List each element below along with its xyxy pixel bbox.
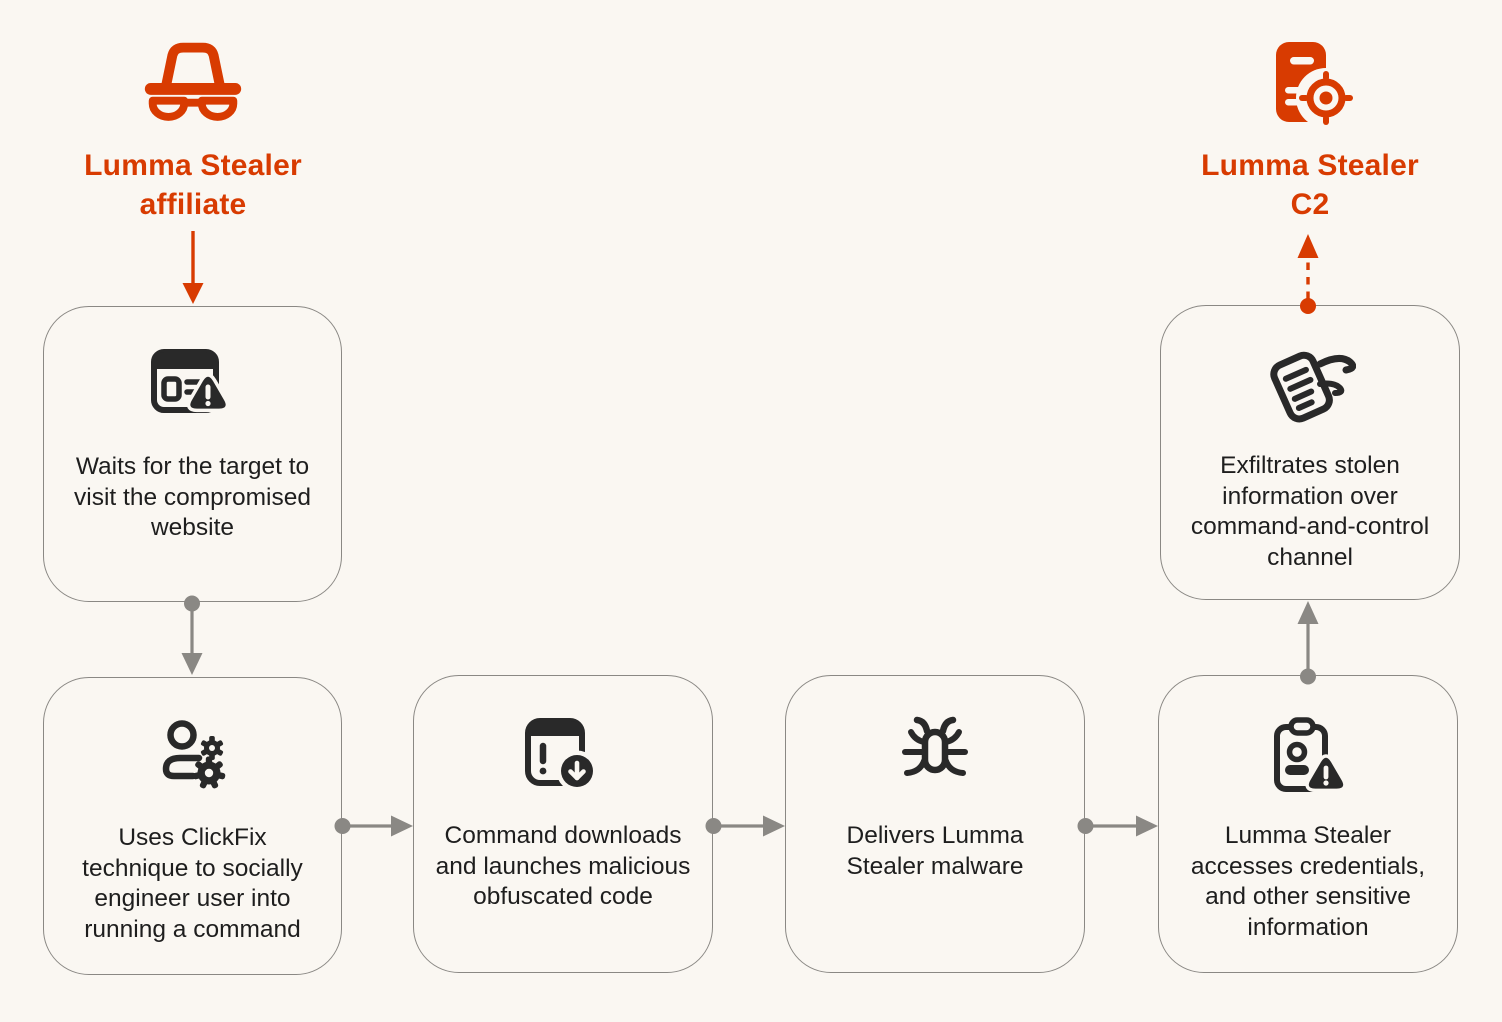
- step-box-deliver: Delivers Lumma Stealer malware: [785, 675, 1085, 973]
- step-box-download: Command downloads and launches malicious…: [413, 675, 713, 973]
- server-target-icon: [1276, 42, 1356, 128]
- actor-c2-label: Lumma Stealer C2: [1201, 149, 1419, 221]
- step-box-access: Lumma Stealer accesses credentials, and …: [1158, 675, 1458, 973]
- connector-clickfix-to-download: [334, 815, 413, 837]
- step-label-deliver: Delivers Lumma Stealer malware: [846, 822, 1024, 880]
- window-download-icon: [525, 718, 598, 792]
- step-label-access: Lumma Stealer accesses credentials, and …: [1190, 822, 1426, 941]
- connector-download-to-deliver: [705, 815, 785, 837]
- connector-waits-to-clickfix: [181, 595, 203, 675]
- connector-deliver-to-access: [1077, 815, 1158, 837]
- spy-icon: [144, 42, 242, 121]
- clipboard-person-warning-icon: [1274, 717, 1347, 793]
- actor-c2: [1258, 36, 1362, 141]
- user-gears-icon: [162, 720, 225, 789]
- step-label-download: Command downloads and launches malicious…: [435, 822, 691, 910]
- connector-exfiltrate-to-c2: [1297, 234, 1319, 314]
- browser-warning-icon: [150, 349, 229, 413]
- actor-affiliate: [134, 36, 252, 137]
- bug-icon: [902, 716, 968, 776]
- small-gear: [200, 736, 223, 760]
- document-exfiltration-icon: [1270, 351, 1356, 423]
- actor-affiliate-label: Lumma Stealer affiliate: [84, 149, 302, 221]
- step-box-exfiltrate: Exfiltrates stolen information over comm…: [1160, 305, 1460, 600]
- connector-affiliate-to-waits: [182, 231, 204, 304]
- step-box-clickfix: Uses ClickFix technique to socially engi…: [43, 677, 342, 975]
- connector-access-to-exfiltrate: [1297, 601, 1319, 685]
- step-label-exfiltrate: Exfiltrates stolen information over comm…: [1190, 452, 1430, 571]
- large-gear: [192, 756, 225, 789]
- step-label-waits: Waits for the target to visit the compro…: [74, 453, 311, 541]
- step-box-waits: Waits for the target to visit the compro…: [43, 306, 342, 602]
- step-label-clickfix: Uses ClickFix technique to socially engi…: [82, 824, 303, 943]
